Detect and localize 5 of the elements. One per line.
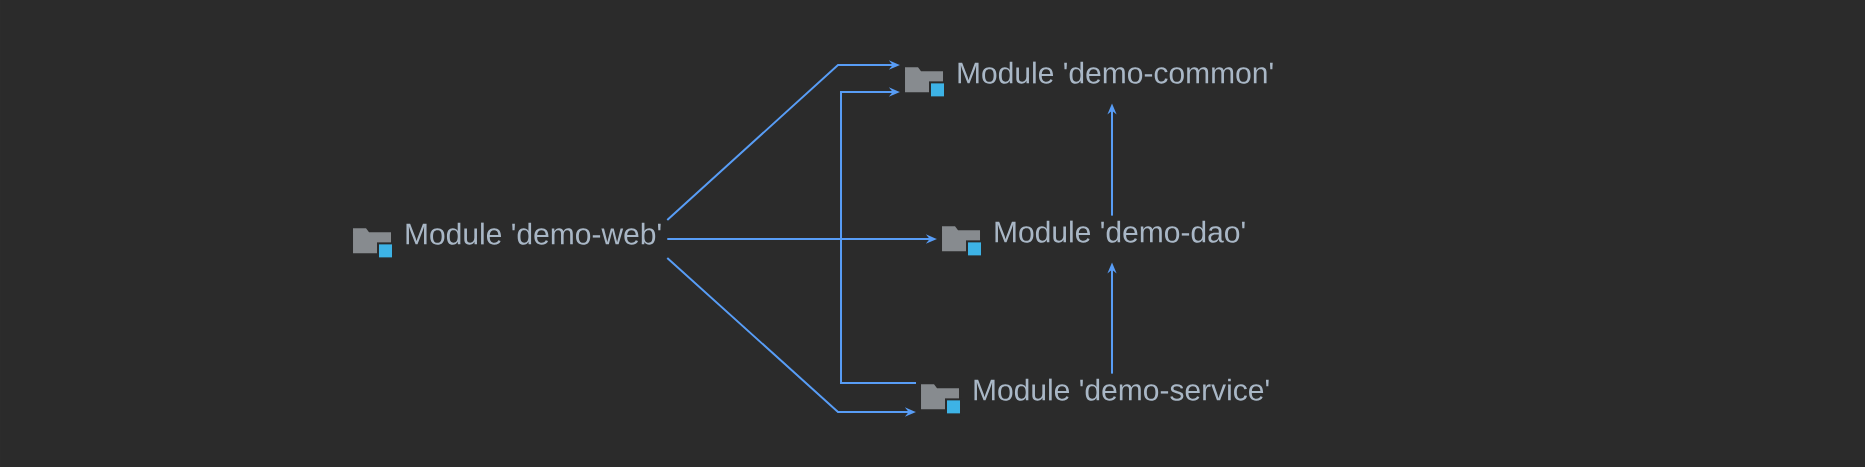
module-label: Module 'demo-service' — [921, 378, 1269, 416]
arrow — [840, 87, 917, 384]
module-label: Module 'demo-common' — [905, 61, 1273, 99]
module-label: Module 'demo-dao' — [942, 220, 1245, 258]
module-label: Module 'demo-web' — [353, 222, 661, 260]
